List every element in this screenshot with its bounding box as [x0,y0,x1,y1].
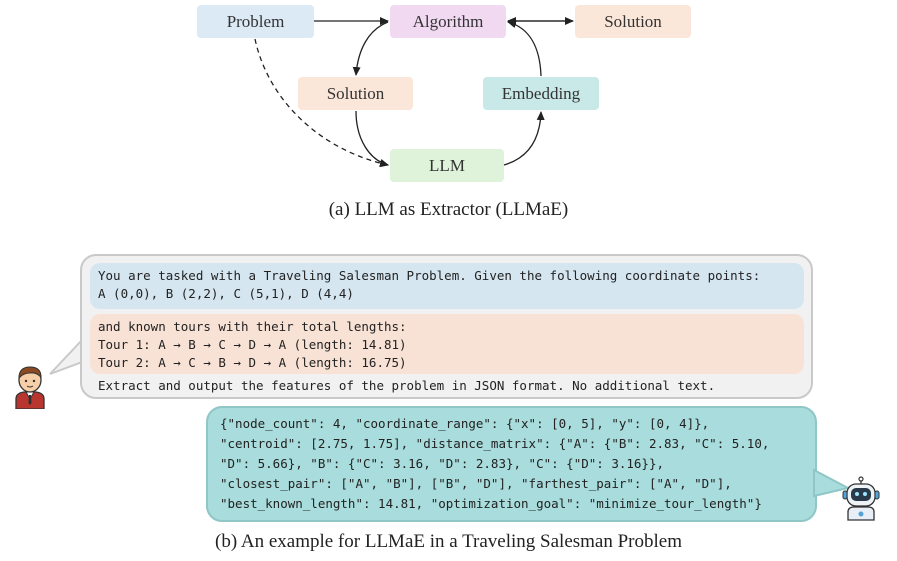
response-line: "centroid": [2.75, 1.75], "distance_matr… [220,436,770,451]
algorithm-node: Algorithm [390,5,506,38]
prompt-block-points: You are tasked with a Traveling Salesman… [90,263,804,309]
prompt-instruction: Extract and output the features of the p… [98,378,716,393]
user-prompt-bubble: You are tasked with a Traveling Salesman… [80,254,813,399]
llm-response-bubble: {"node_count": 4, "coordinate_range": {"… [206,406,817,522]
arrow-llm-to-embedding [503,111,545,166]
robot-avatar-icon [842,476,880,521]
prompt-line: Tour 1: A → B → C → D → A (length: 14.81… [98,337,407,352]
embedding-node: Embedding [483,77,599,110]
prompt-line: A (0,0), B (2,2), C (5,1), D (4,4) [98,286,354,301]
caption-a: (a) LLM as Extractor (LLMaE) [328,199,569,220]
arrow-algorithm-to-solution-mid [352,21,389,76]
llm-node: LLM [390,149,504,182]
prompt-block-tours: and known tours with their total lengths… [90,314,804,374]
response-line: {"node_count": 4, "coordinate_range": {"… [220,416,710,431]
response-line: "closest_pair": ["A", "B"], ["B", "D"], … [220,476,732,491]
solution-output-node: Solution [575,5,691,38]
response-line: "best_known_length": 14.81, "optimizatio… [220,496,762,511]
arrow-embedding-to-algorithm [507,20,542,77]
prompt-line: Tour 2: A → C → B → D → A (length: 16.75… [98,355,407,370]
solution-input-node: Solution [298,77,413,110]
diagram-arrows [254,17,574,168]
prompt-line: You are tasked with a Traveling Salesman… [98,268,761,283]
ai-bubble-tail [813,468,851,498]
user-avatar-icon [15,366,45,409]
arrow-problem-to-llm-dashed [254,38,389,168]
problem-node: Problem [197,5,314,38]
response-line: "D": 5.66}, "B": {"C": 3.16, "D": 2.83},… [220,456,665,471]
prompt-line: and known tours with their total lengths… [98,319,407,334]
caption-b: (b) An example for LLMaE in a Traveling … [215,531,682,552]
